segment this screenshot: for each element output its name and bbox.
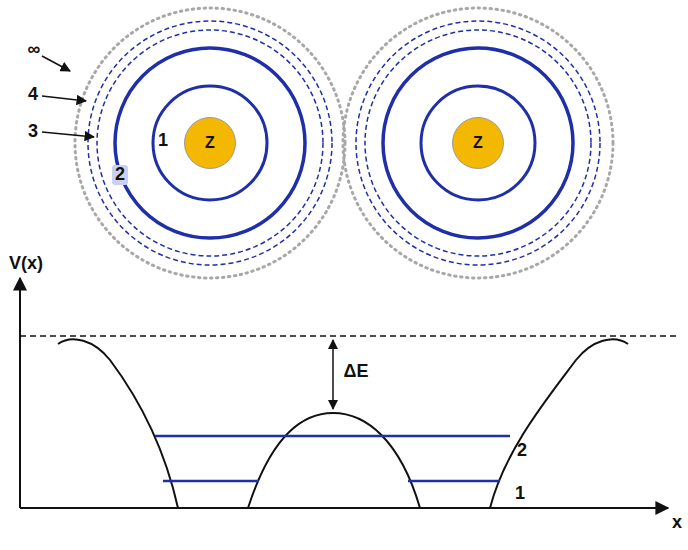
potential-curve [58, 339, 628, 508]
energy-gap-label: ΔE [344, 362, 369, 382]
axis-label: V(x) [9, 254, 43, 274]
orbit-number: ∞ [28, 40, 41, 60]
orbit-number: 3 [28, 122, 38, 142]
nucleus: Z [184, 117, 236, 169]
nucleus-label: Z [473, 134, 483, 152]
atom-orbits [343, 8, 613, 278]
orbit-number: 2 [112, 165, 128, 185]
vacuum-level [20, 335, 680, 337]
leader-arrows [42, 56, 94, 137]
energy-level [155, 436, 510, 481]
atom-orbits [75, 8, 345, 278]
level-number: 1 [515, 484, 525, 504]
nucleus: Z [452, 117, 504, 169]
orbit-number: 4 [28, 85, 38, 105]
axis-label: x [672, 513, 682, 533]
level-number: 2 [517, 441, 527, 461]
orbit-number: 1 [158, 131, 168, 151]
axes [20, 278, 668, 508]
energy-gap-arrow [332, 340, 334, 409]
nucleus-label: Z [205, 134, 215, 152]
